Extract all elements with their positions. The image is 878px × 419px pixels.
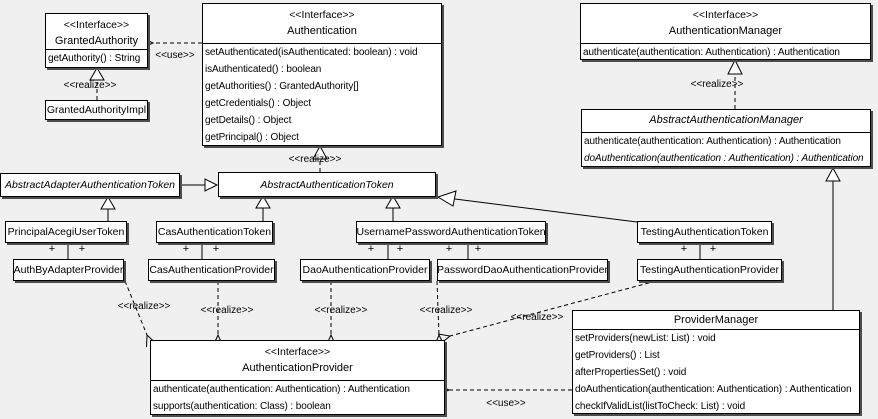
class-username-password-authentication-token[interactable]: UsernamePasswordAuthenticationToken xyxy=(356,221,546,243)
method-label: doAuthentication(authentication: Authent… xyxy=(575,384,852,395)
class-name: AbstractAdapterAuthenticationToken xyxy=(4,179,176,191)
class-name: TestingAuthenticationProvider xyxy=(640,264,779,276)
class-provider-manager[interactable]: ProviderManager setProviders(newList: Li… xyxy=(572,310,860,414)
class-abstract-authentication-manager[interactable]: AbstractAuthenticationManager authentica… xyxy=(581,109,871,167)
class-auth-by-adapter-provider[interactable]: AuthByAdapterProvider xyxy=(13,259,124,281)
association-plus: + xyxy=(48,243,56,255)
method-label: getDetails() : Object xyxy=(205,115,292,126)
stereotype-label: <<Interface>> xyxy=(264,346,331,358)
realize-label: <<realize>> xyxy=(200,305,254,316)
class-authentication-provider[interactable]: <<Interface>> AuthenticationProvider aut… xyxy=(150,340,445,415)
class-name: CasAuthenticationToken xyxy=(157,226,272,238)
class-dao-authentication-provider[interactable]: DaoAuthenticationProvider xyxy=(300,259,430,281)
class-name: UsernamePasswordAuthenticationToken xyxy=(356,226,546,238)
method-label: afterPropertiesSet() : void xyxy=(575,367,687,378)
stereotype-label: <<Interface>> xyxy=(289,9,355,21)
realize-label: <<realize>> xyxy=(419,305,473,316)
realize-label: <<realize>> xyxy=(314,305,368,316)
method-label: getCredentials() : Object xyxy=(205,98,311,109)
class-granted-authority[interactable]: <<Interface>> GrantedAuthority getAuthor… xyxy=(45,13,148,68)
method-label: checkIfValidList(listToCheck: List) : vo… xyxy=(575,401,746,412)
use-label: <<use>> xyxy=(155,50,195,61)
class-name: AbstractAuthenticationToken xyxy=(260,178,394,191)
class-name: PasswordDaoAuthenticationProvider xyxy=(437,264,609,276)
method-label: authenticate(authentication: Authenticat… xyxy=(153,384,410,395)
association-plus: + xyxy=(396,243,404,255)
class-name: AuthenticationManager xyxy=(668,25,783,37)
method-label: isAuthenticated() : boolean xyxy=(205,64,322,75)
method-label: doAuthentication(authentication : Authen… xyxy=(584,153,864,164)
class-password-dao-authentication-provider[interactable]: PasswordDaoAuthenticationProvider xyxy=(437,259,608,281)
realize-label: <<realize>> xyxy=(690,79,744,90)
method-label: setAuthenticated(isAuthenticated: boolea… xyxy=(205,47,418,58)
method-label: getAuthority() : String xyxy=(48,53,141,64)
class-authentication-manager[interactable]: <<Interface>> AuthenticationManager auth… xyxy=(580,3,871,60)
association-plus: + xyxy=(474,243,482,255)
class-authentication[interactable]: <<Interface>> Authentication setAuthenti… xyxy=(202,3,442,146)
class-name: TestingAuthenticationToken xyxy=(640,226,769,238)
method-label: authenticate(authentication: Authenticat… xyxy=(584,136,841,147)
association-plus: + xyxy=(78,243,86,255)
class-cas-authentication-token[interactable]: CasAuthenticationToken xyxy=(156,221,273,243)
association-plus: + xyxy=(182,243,190,255)
method-label: supports(authentication: Class) : boolea… xyxy=(153,401,331,412)
class-abstract-authentication-token[interactable]: AbstractAuthenticationToken xyxy=(218,172,436,197)
class-principal-acegi-user-token[interactable]: PrincipalAcegiUserToken xyxy=(5,221,127,243)
method-label: getPrincipal() : Object xyxy=(205,132,299,143)
class-name: GrantedAuthorityImpl xyxy=(46,104,147,116)
class-cas-authentication-provider[interactable]: CasAuthenticationProvider xyxy=(148,259,275,281)
realize-label: <<realize>> xyxy=(510,312,564,323)
class-granted-authority-impl[interactable]: GrantedAuthorityImpl xyxy=(45,100,148,120)
class-testing-authentication-token[interactable]: TestingAuthenticationToken xyxy=(637,221,772,243)
class-name: GrantedAuthority xyxy=(54,35,139,47)
class-name: Authentication xyxy=(287,25,357,37)
association-plus: + xyxy=(680,243,688,255)
association-plus: + xyxy=(367,243,375,255)
association-plus: + xyxy=(709,243,717,255)
method-label: getAuthorities() : GrantedAuthority[] xyxy=(205,81,359,92)
class-abstract-adapter-authentication-token[interactable]: AbstractAdapterAuthenticationToken xyxy=(0,173,180,197)
class-name: AuthByAdapterProvider xyxy=(13,264,124,276)
method-label: authenticate(authentication: Authenticat… xyxy=(583,47,840,58)
realize-label: <<realize>> xyxy=(63,80,117,91)
class-name: DaoAuthenticationProvider xyxy=(302,264,428,276)
class-name: PrincipalAcegiUserToken xyxy=(7,226,125,238)
class-name: CasAuthenticationProvider xyxy=(149,264,274,276)
association-plus: + xyxy=(212,243,220,255)
realize-label: <<realize>> xyxy=(288,154,342,165)
realize-label: <<realize>> xyxy=(117,301,171,312)
association-plus: + xyxy=(445,243,453,255)
class-name: AbstractAuthenticationManager xyxy=(649,114,803,126)
class-name: ProviderManager xyxy=(673,314,759,326)
class-testing-authentication-provider[interactable]: TestingAuthenticationProvider xyxy=(637,259,782,281)
class-name: AuthenticationProvider xyxy=(242,362,353,374)
stereotype-label: <<Interface>> xyxy=(63,19,130,31)
method-label: getProviders() : List xyxy=(575,350,660,361)
use-label: <<use>> xyxy=(486,398,526,409)
stereotype-label: <<Interface>> xyxy=(692,9,759,21)
method-label: setProviders(newList: List) : void xyxy=(575,333,716,344)
